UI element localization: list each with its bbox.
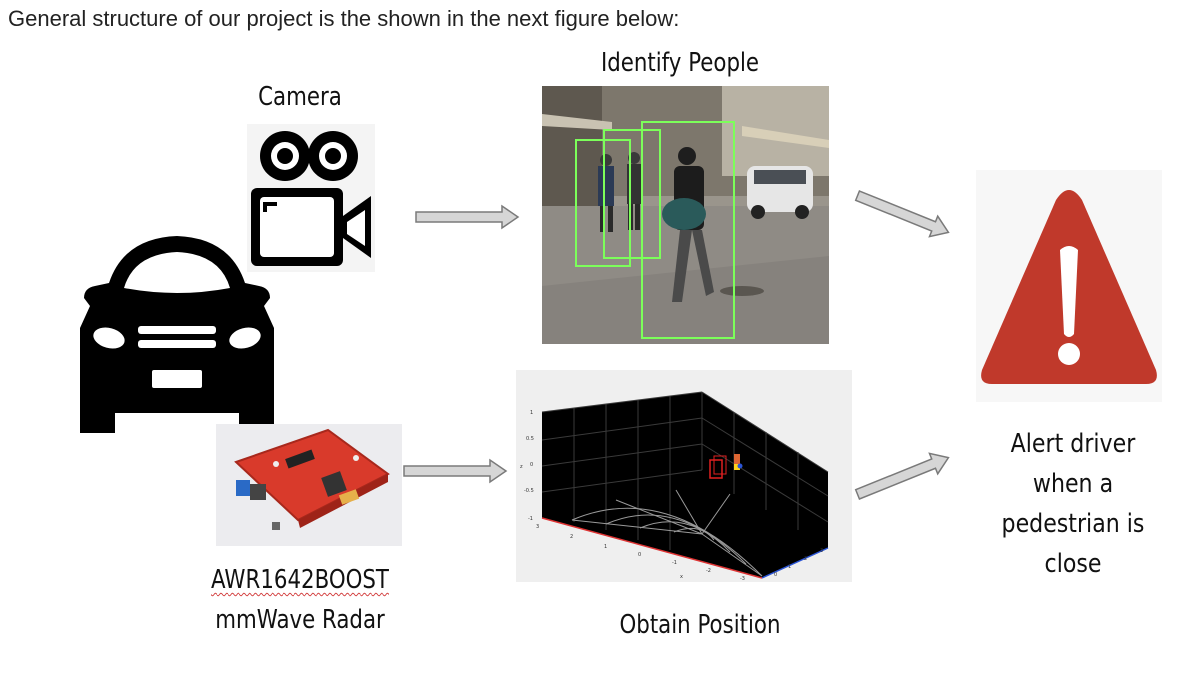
- y-tick: 2: [804, 556, 807, 562]
- y-tick: 1: [788, 564, 791, 570]
- radar-board-image: [216, 424, 402, 546]
- y-tick: 3: [820, 548, 823, 554]
- alert-label: Alert driver when a pedestrian is close: [984, 424, 1163, 584]
- z-tick: -1: [528, 516, 533, 522]
- x-tick: 0: [638, 552, 641, 558]
- radar-model-label: AWR1642BOOST: [211, 565, 389, 595]
- radar-position-plot: 1 0.5 0 -0.5 -1 z 3 2 1 0 -1 -2 -3 x 0 1…: [516, 370, 852, 582]
- alert-line: pedestrian is: [1001, 509, 1145, 539]
- x-tick: -1: [672, 560, 677, 566]
- z-tick: 0: [530, 462, 533, 468]
- x-tick: -2: [706, 568, 711, 574]
- x-tick: -3: [740, 576, 745, 582]
- z-axis-label: z: [520, 464, 523, 470]
- arrow-right-icon: [850, 182, 956, 246]
- intro-text: General structure of our project is the …: [8, 6, 680, 31]
- arrow-right-icon: [850, 444, 956, 508]
- z-tick: 0.5: [526, 436, 534, 442]
- camera-label: Camera: [258, 82, 342, 112]
- arrow-right-icon: [414, 204, 520, 230]
- z-tick: -0.5: [524, 488, 534, 494]
- arrow-right-icon: [402, 458, 508, 484]
- car-icon: [74, 228, 280, 436]
- pedestrian-detection-image: [542, 86, 829, 344]
- video-camera-icon: [247, 124, 375, 272]
- x-tick: 2: [570, 534, 573, 540]
- identify-people-label: Identify People: [600, 48, 760, 78]
- warning-icon: [976, 170, 1162, 402]
- z-tick: 1: [530, 410, 533, 416]
- x-tick: 1: [604, 544, 607, 550]
- alert-line: close: [1044, 549, 1102, 579]
- y-tick: 0: [774, 572, 777, 578]
- obtain-position-label: Obtain Position: [619, 610, 781, 640]
- alert-line: Alert driver: [1010, 429, 1136, 459]
- radar-type-label: mmWave Radar: [215, 605, 385, 635]
- x-axis-label: x: [680, 574, 683, 580]
- alert-line: when a: [1032, 469, 1114, 499]
- x-tick: 3: [536, 524, 539, 530]
